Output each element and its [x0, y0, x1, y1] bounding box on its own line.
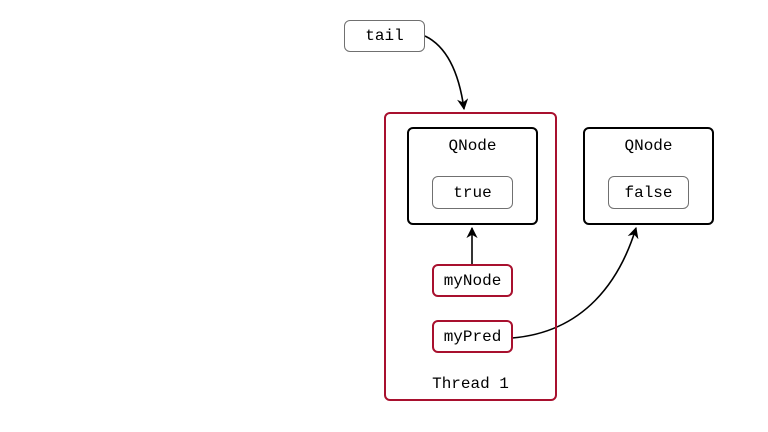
tail-label: tail — [365, 27, 404, 45]
locked-field-true: true — [432, 176, 513, 209]
my-node-label: myNode — [443, 271, 502, 290]
qnode-current: QNode — [407, 127, 538, 225]
locked-value: true — [453, 183, 492, 202]
tail-to-qnode-arrow — [424, 35, 469, 111]
locked-value: false — [624, 183, 673, 202]
my-pred-label: myPred — [443, 327, 502, 346]
qnode-title: QNode — [624, 137, 673, 155]
qnode-title: QNode — [448, 137, 497, 155]
mypred-to-qnode-arrow — [511, 226, 639, 339]
locked-field-false: false — [608, 176, 689, 209]
tail-pointer: tail — [344, 20, 425, 52]
qnode-predecessor: QNode — [583, 127, 714, 225]
my-node-variable: myNode — [432, 264, 513, 297]
my-pred-variable: myPred — [432, 320, 513, 353]
thread-frame — [384, 112, 557, 401]
thread-label: Thread 1 — [432, 375, 509, 393]
